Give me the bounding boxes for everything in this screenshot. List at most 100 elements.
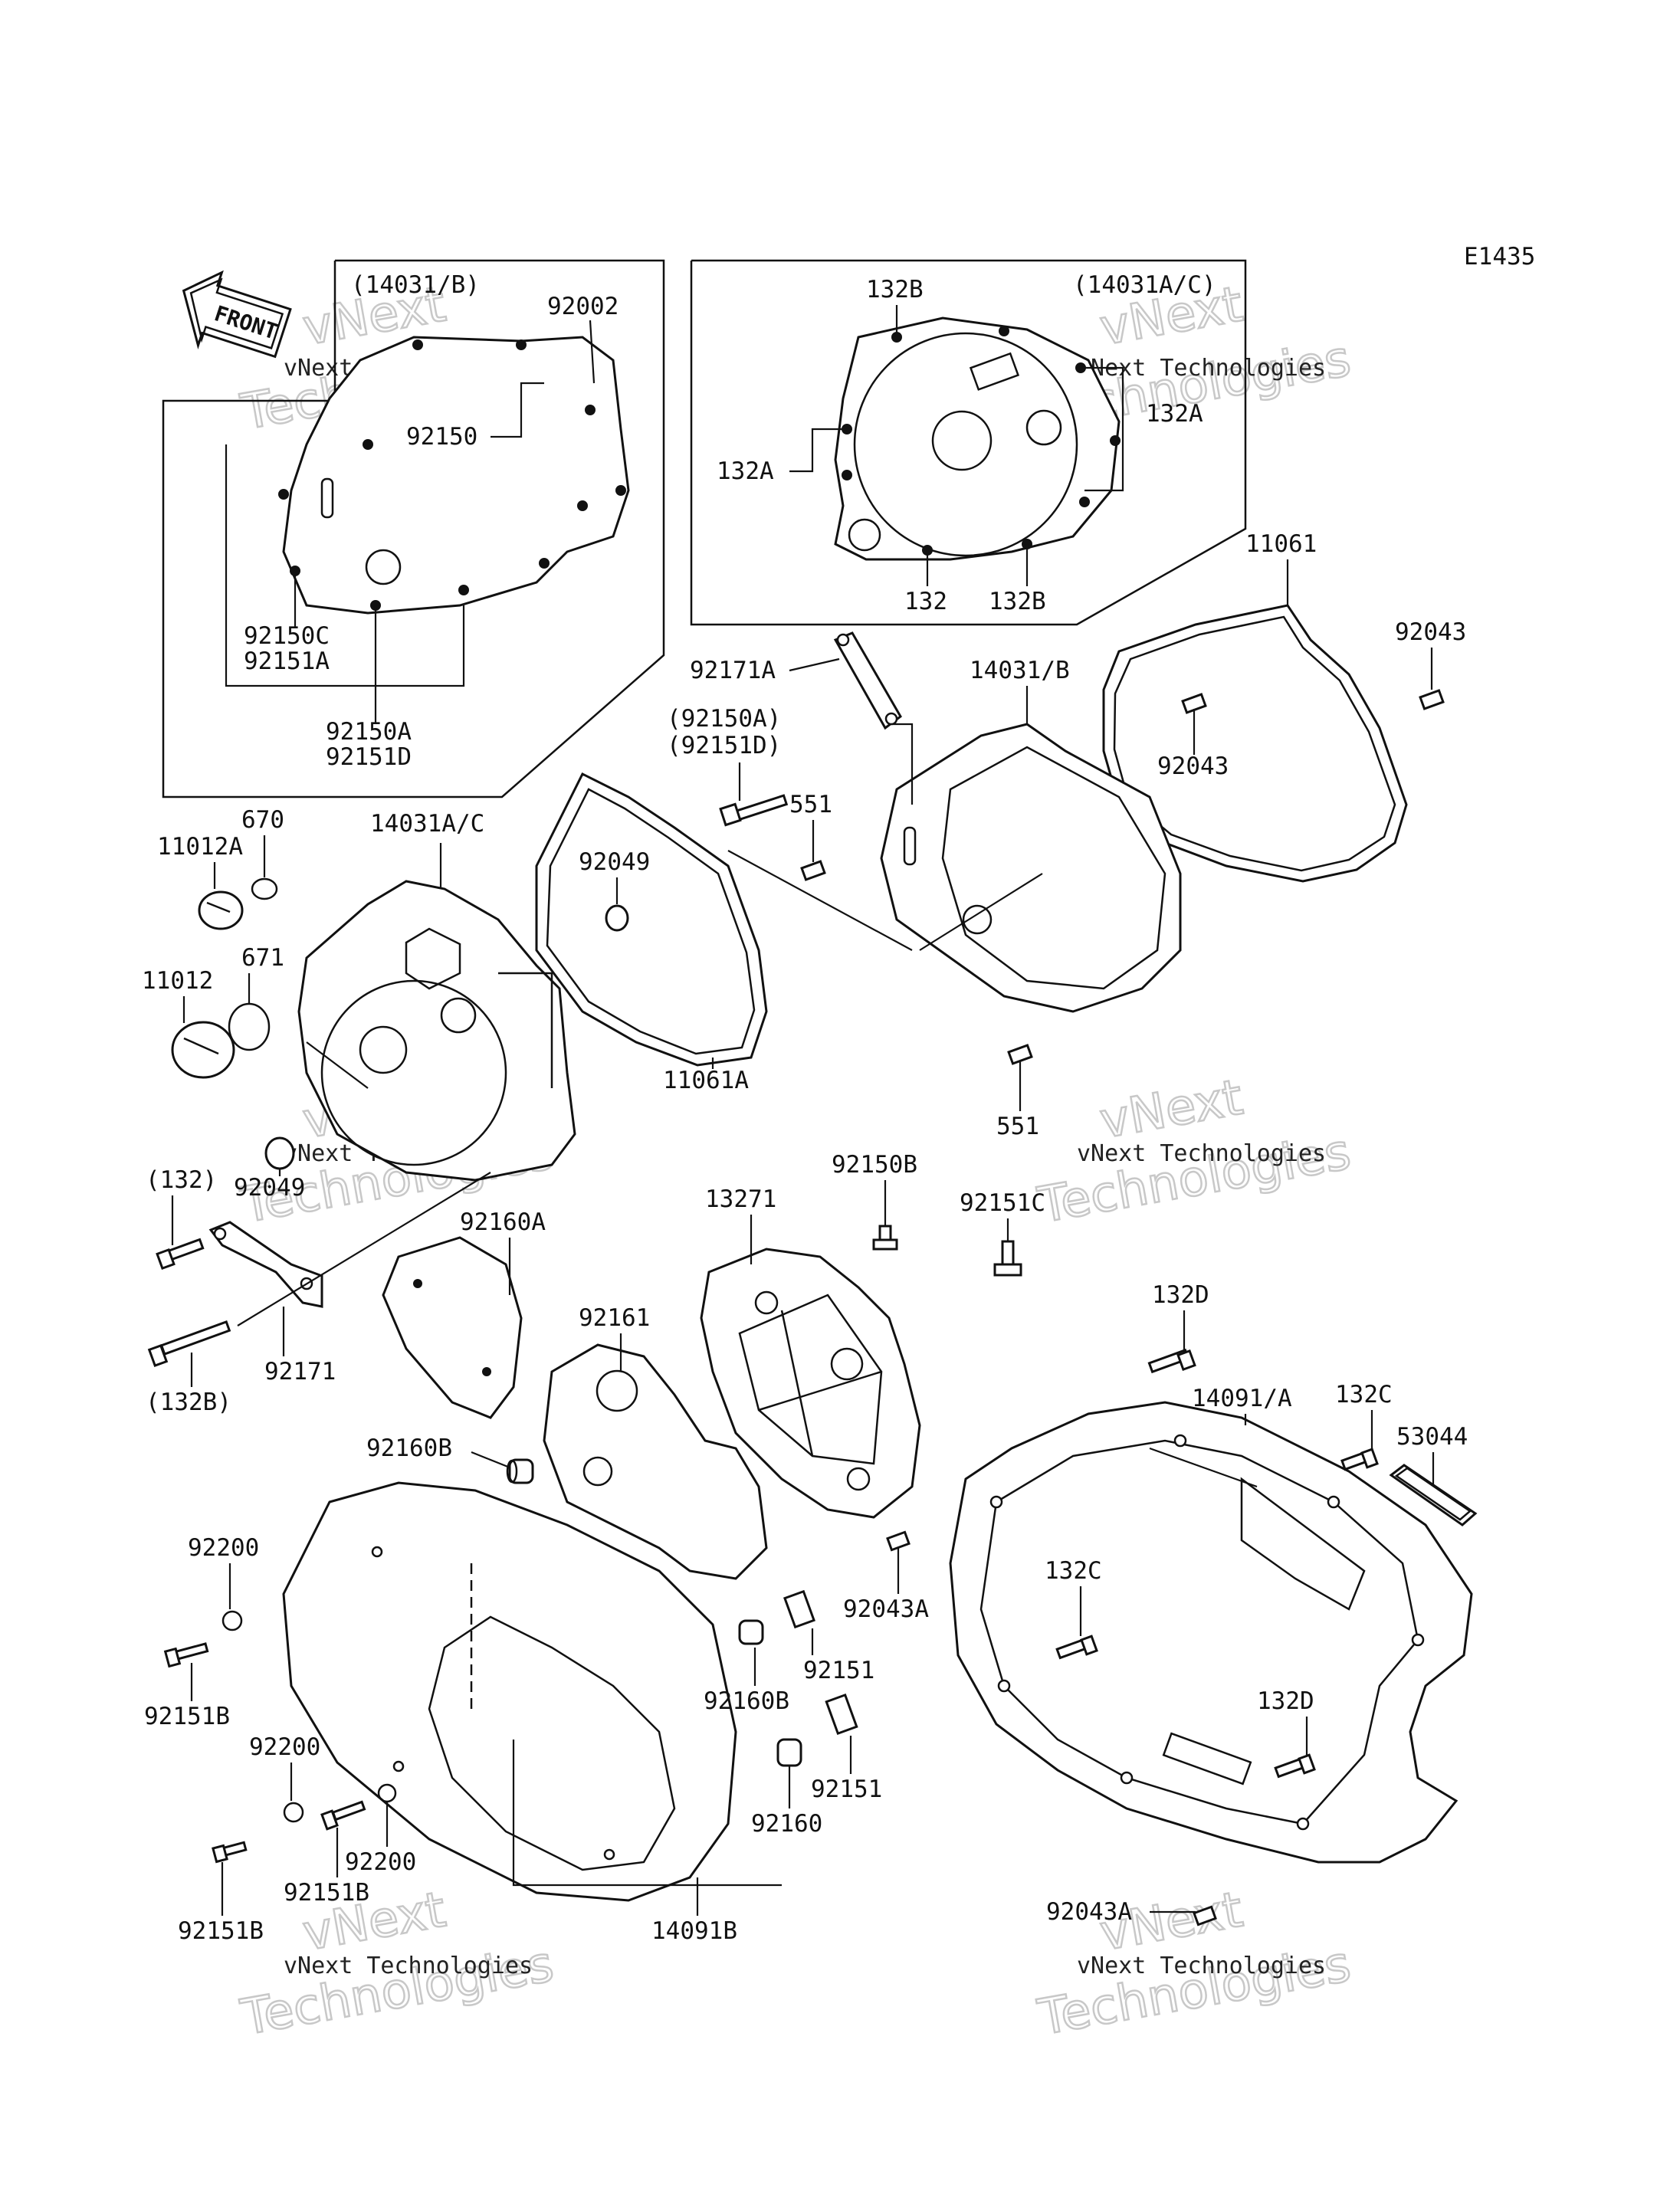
plate-13271-hole-2 (830, 1347, 864, 1381)
label-92151C: 92151C (960, 1189, 1045, 1217)
plug-11012-slot (183, 1037, 219, 1055)
bolt-92151B-c-head (212, 1844, 228, 1864)
fasteners-center: 92160B 92151 92160 92151 (704, 1589, 882, 1838)
bolt-92151B-b-head (320, 1809, 339, 1831)
inner-cover-holes (989, 1434, 1425, 1831)
gasket-11061: 11061 92043 92043 (1102, 530, 1466, 883)
cover-ring (853, 332, 1078, 557)
plug-11012 (171, 1021, 235, 1079)
label-132D-a: 132D (1152, 1281, 1209, 1309)
bolt-132D-b-head (1298, 1753, 1316, 1775)
label-92151A: 92151A (244, 648, 330, 675)
label-92160B-a: 92160B (366, 1435, 452, 1462)
plate-13271-hole-1 (754, 1290, 779, 1315)
dowel-551-a (800, 860, 826, 881)
label-132B-top: 132B (866, 276, 924, 303)
bracket-92171-hole-1 (213, 1227, 227, 1241)
cover-14031B-body (880, 723, 1182, 1013)
inner-cover-14091A-shape (949, 1401, 1473, 1864)
gasket-11061A-shape (535, 772, 768, 1067)
magneto-cover-boss (405, 927, 461, 990)
label-92200-c: 92200 (345, 1848, 416, 1876)
label-92043-b: 92043 (1157, 753, 1229, 780)
cover-14031B-small (282, 336, 630, 615)
oring-671 (228, 1002, 271, 1051)
label-132-paren: (132) (146, 1166, 217, 1194)
cover-center-hole (931, 410, 993, 471)
outer-cover-hole-1 (371, 1546, 383, 1558)
cover-14031B-flange (941, 746, 1166, 990)
bolt-92150A-shank (733, 794, 789, 821)
collar-92151-a (783, 1589, 815, 1629)
label-132: 132 (904, 588, 947, 615)
outer-cover-hole-2 (392, 1760, 405, 1772)
insulator-92161-hole-1 (596, 1369, 638, 1412)
label-670: 670 (241, 806, 284, 834)
watermark-text: vNext Technologies (284, 1953, 533, 1979)
dowel-551-b (1007, 1044, 1033, 1065)
watermark-text: vNext Technologies (1077, 1140, 1326, 1167)
label-92043A-b: 92043A (1046, 1898, 1132, 1926)
washer-92200-b (283, 1802, 304, 1823)
inner-cover-14091A-rib (1240, 1477, 1366, 1611)
bolt-92151B-a-head (163, 1647, 182, 1668)
label-92200-b: 92200 (249, 1733, 320, 1761)
label-14031AC: 14031A/C (370, 810, 484, 838)
magneto-cover-body (297, 880, 576, 1182)
front-arrow-inner (189, 277, 284, 349)
plugs-orings: 11012A 670 11012 671 92049 (142, 806, 305, 1202)
grommet-92160B-a (508, 1458, 534, 1484)
magneto-cover-hole-2 (440, 997, 477, 1034)
trim-53044-inner (1394, 1467, 1472, 1521)
label-132B-bot: 132B (989, 588, 1046, 615)
label-551-b: 551 (996, 1113, 1039, 1140)
label-551-a: 551 (789, 791, 832, 818)
dowel-92043-b (1181, 693, 1207, 714)
label-13271: 13271 (705, 1185, 776, 1213)
seal-92049-b (264, 1136, 295, 1170)
leader-92150A-axis (727, 850, 913, 951)
insulator-92161: 92161 (543, 1304, 768, 1580)
magneto-cover-14031AC: 14031A/C (297, 810, 576, 1182)
watermark-text: vNext Technologies (1077, 1953, 1326, 1979)
leader-132A-left (789, 428, 847, 473)
front-arrow: FRONT (182, 270, 292, 359)
label-671: 671 (241, 944, 284, 972)
leader-bracket-left (225, 444, 465, 687)
label-92171A: 92171A (690, 657, 776, 684)
trim-53044 (1389, 1464, 1478, 1526)
label-92043A-a: 92043A (843, 1595, 929, 1623)
label-92151B-c: 92151B (178, 1917, 264, 1945)
label-92150A: 92150A (326, 718, 412, 746)
cover-bolt-holes (278, 339, 626, 611)
label-92151D-paren: (92151D) (667, 732, 781, 759)
label-53044: 53044 (1396, 1423, 1468, 1451)
bolt-92150A: (92150A) (92151D) (667, 705, 913, 951)
outer-cover-14091B: 14091B (282, 1481, 782, 1945)
outer-cover-14091B-inner (428, 1615, 676, 1871)
gasket-11061A-inner (546, 788, 756, 1055)
label-92150B: 92150B (832, 1151, 917, 1179)
label-92200-a: 92200 (188, 1534, 259, 1562)
gasket-11061-inner (1113, 615, 1396, 872)
bolt-132D-a-head (1176, 1349, 1196, 1372)
label-132D-b: 132D (1257, 1687, 1314, 1715)
label-92151B-a: 92151B (144, 1703, 230, 1730)
label-132A-left: 132A (717, 457, 774, 485)
cover-boss (365, 549, 402, 585)
washer-92200-c (377, 1783, 397, 1803)
screw-92151C-head (993, 1263, 1022, 1277)
screw-92150B-head (872, 1238, 898, 1251)
dowel-92043A-a (886, 1530, 911, 1552)
label-11061A: 11061A (663, 1067, 749, 1094)
set-box-outline-2 (690, 259, 1247, 626)
label-92049-b: 92049 (234, 1174, 305, 1202)
grommet-92160 (776, 1738, 802, 1767)
bracket-92171A-hole-2 (884, 712, 898, 726)
dowel-92043-a (1419, 689, 1445, 710)
grommet-92160B-b (738, 1619, 764, 1645)
watermark-mid-right: vNext Technologies vNext Technologies (1033, 1068, 1356, 1235)
label-92160B-b: 92160B (704, 1687, 789, 1715)
plug-11012A (198, 890, 244, 930)
